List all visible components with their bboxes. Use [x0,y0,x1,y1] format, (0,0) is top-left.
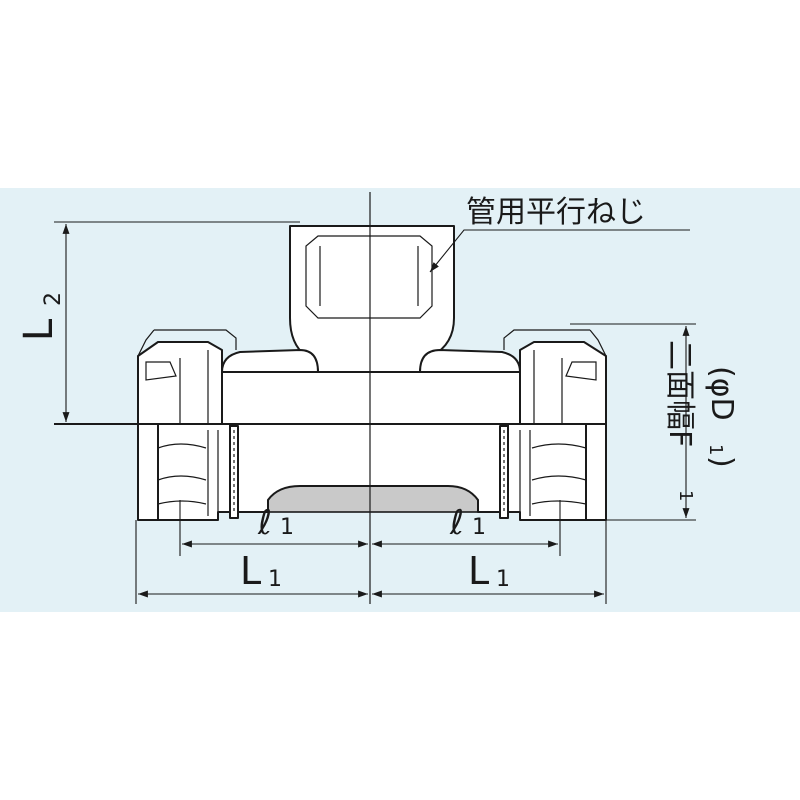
L1-right-subscript: 1 [496,567,510,592]
l2-label: L [16,318,62,341]
diameter-subscript: 1 [705,444,726,455]
across-flats-label: 二面幅F [662,340,697,447]
l1-right-subscript: 1 [472,515,486,540]
L1-left-subscript: 1 [268,567,282,592]
lower-section-view [137,423,607,521]
l1-right-label: ℓ [449,503,464,543]
l1-left-label: ℓ [257,503,272,543]
dimension-lines [54,221,696,604]
L1-left-label: L [240,549,261,593]
upper-exterior-view [137,225,607,425]
l2-subscript: 2 [41,292,66,306]
l1-left-subscript: 1 [280,515,294,540]
L1-right-label: L [468,549,489,593]
diameter-label: (φD [704,366,739,421]
thread-note-label: 管用平行ねじ [466,195,646,230]
across-flats-subscript: 1 [675,490,696,501]
diameter-close-paren: ) [704,456,739,468]
dimension-labels: 管用平行ねじ L 2 ℓ 1 ℓ 1 L 1 L 1 二面幅F 1 (φD 1 … [16,195,739,593]
